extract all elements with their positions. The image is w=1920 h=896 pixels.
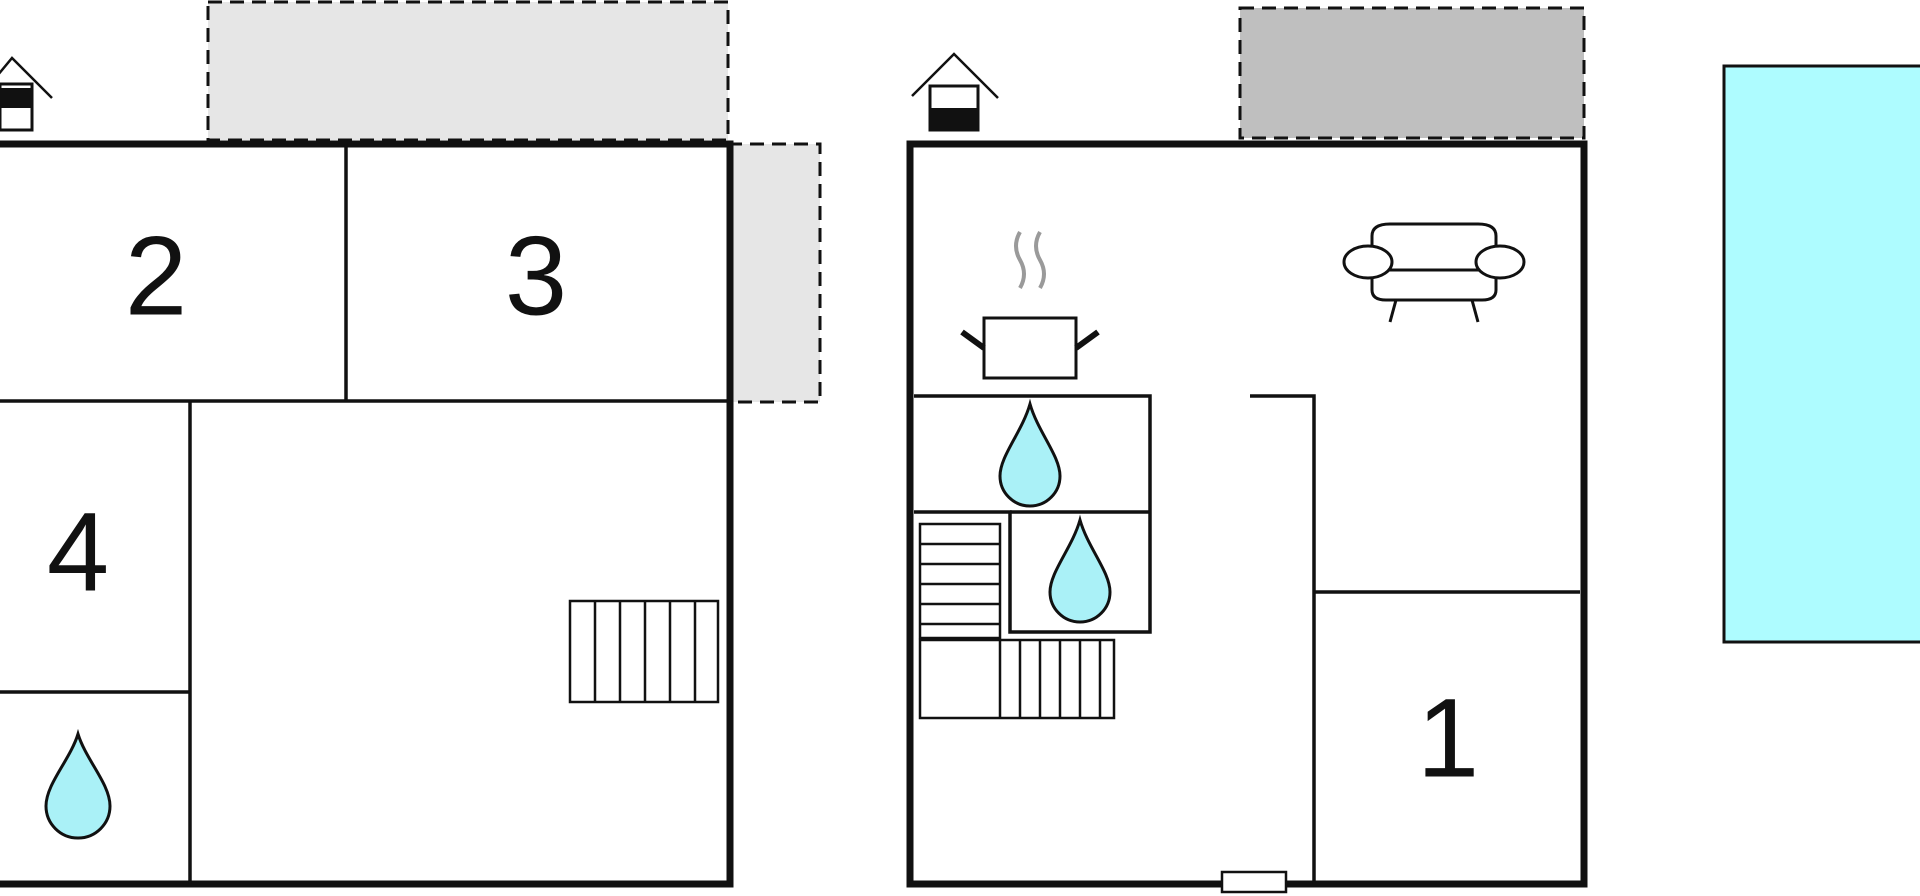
room-number-2: 2 — [125, 214, 187, 339]
room-number-4: 4 — [47, 490, 109, 615]
floor-left — [0, 140, 734, 888]
terrace-top-left — [206, 0, 730, 142]
door — [1220, 870, 1288, 894]
sofa-icon — [1342, 222, 1526, 323]
room-number-3: 3 — [505, 214, 567, 339]
house-entrance-icon — [0, 56, 53, 132]
house-entrance-icon — [911, 52, 999, 132]
terrace-side — [726, 142, 822, 404]
stairs-icon — [918, 522, 1116, 720]
water-drop-icon — [1048, 514, 1112, 624]
room-number-1: 1 — [1417, 676, 1479, 801]
swimming-pool — [1722, 64, 1920, 644]
cooking-pot-icon — [960, 231, 1100, 380]
water-drop-icon — [44, 728, 112, 840]
water-drop-icon — [998, 398, 1062, 508]
terrace-top-right — [1238, 6, 1586, 140]
stairs-icon — [568, 599, 720, 704]
